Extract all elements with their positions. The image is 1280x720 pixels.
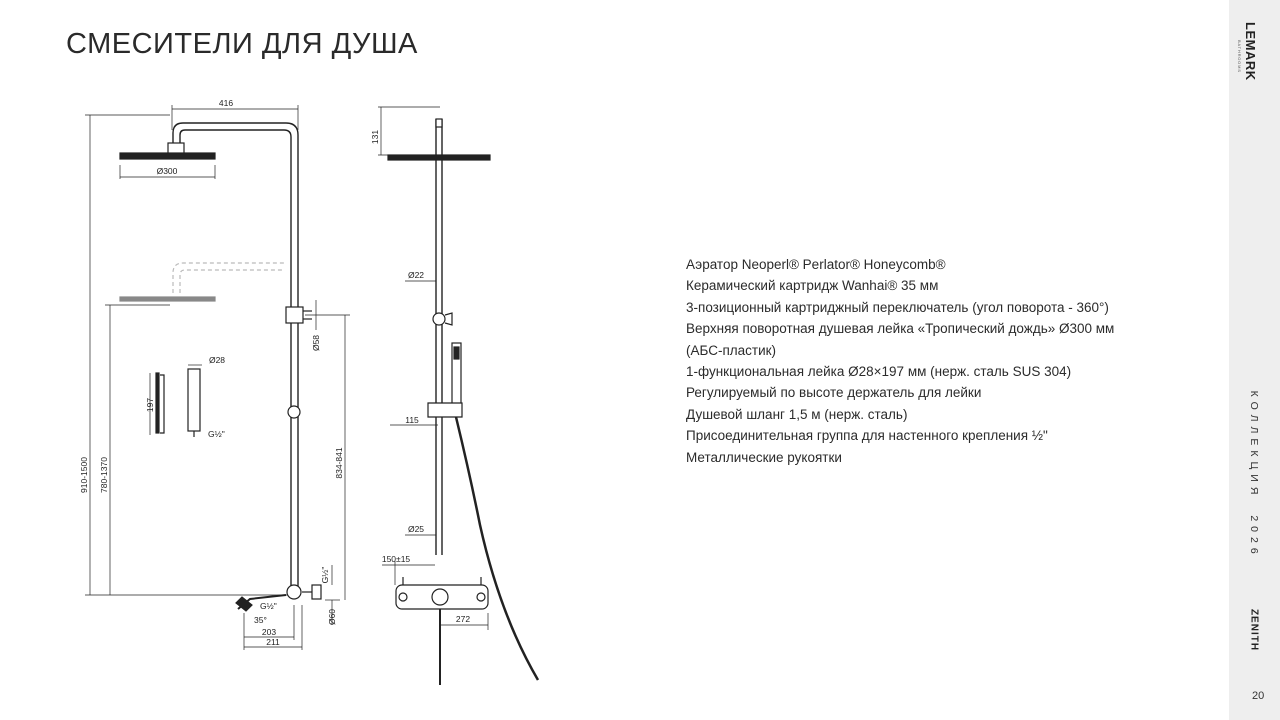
feature-item: Металлические рукоятки xyxy=(686,449,842,465)
dim-label: Ø22 xyxy=(408,270,424,280)
dim-label: 780-1370 xyxy=(99,457,109,493)
dim-label: 35° xyxy=(254,615,267,625)
dim-label: Ø25 xyxy=(408,524,424,534)
dim-label: Ø60 xyxy=(327,609,337,625)
series-label: ZENITH xyxy=(1248,608,1260,652)
dim-label: 910-1500 xyxy=(79,457,89,493)
dim-label: 150±15 xyxy=(382,554,411,564)
feature-list: Аэратор Neoperl® Perlator® Honeycomb® Ке… xyxy=(686,254,1146,468)
dim-label: 211 xyxy=(266,637,280,647)
feature-item: (АБС-пластик) xyxy=(686,342,777,358)
logo-text: LEMARK xyxy=(1243,22,1258,81)
technical-drawing: 416 Ø300 910-1500 780-1370 834-841 Ø28 1… xyxy=(79,98,540,685)
year-label: 2026 xyxy=(1248,515,1260,559)
dim-label: 197 xyxy=(145,398,155,412)
feature-item: Аэратор Neoperl® Perlator® Honeycomb® xyxy=(686,257,946,272)
feature-item: Верхняя поворотная душевая лейка «Тропич… xyxy=(686,321,1115,337)
dim-label: G½" xyxy=(320,567,330,584)
feature-item: Присоединительная группа для настенного … xyxy=(686,428,1048,444)
logo-subtext: BATHROOMS xyxy=(1237,40,1242,73)
dim-label: 131 xyxy=(370,130,380,144)
dim-label: 834-841 xyxy=(334,447,344,478)
sidebar xyxy=(1229,0,1280,720)
feature-item: Регулируемый по высоте держатель для лей… xyxy=(686,385,982,401)
feature-item: Душевой шланг 1,5 м (нерж. сталь) xyxy=(686,406,908,422)
brand-logo: LEMARK BATHROOMS xyxy=(1237,22,1258,81)
page-number: 20 xyxy=(1252,690,1265,702)
dim-label: 416 xyxy=(219,98,233,108)
dim-label: G½" xyxy=(260,601,277,611)
feature-item: Керамический картридж Wanhai® 35 мм xyxy=(686,278,939,294)
collection-label: КОЛЛЕКЦИЯ xyxy=(1248,390,1260,500)
dim-label: G½" xyxy=(208,429,225,439)
page-title: СМЕСИТЕЛИ ДЛЯ ДУША xyxy=(66,28,418,60)
dim-label: 272 xyxy=(456,614,470,624)
dim-label: Ø28 xyxy=(209,355,225,365)
feature-item: 3-позиционный картриджный переключатель … xyxy=(686,299,1109,315)
dim-label: Ø300 xyxy=(157,166,178,176)
dim-label: 115 xyxy=(405,415,419,425)
feature-item: 1-функциональная лейка Ø28×197 мм (нерж.… xyxy=(686,364,1072,380)
dim-label: 203 xyxy=(262,627,276,637)
dim-label: Ø58 xyxy=(311,335,321,351)
